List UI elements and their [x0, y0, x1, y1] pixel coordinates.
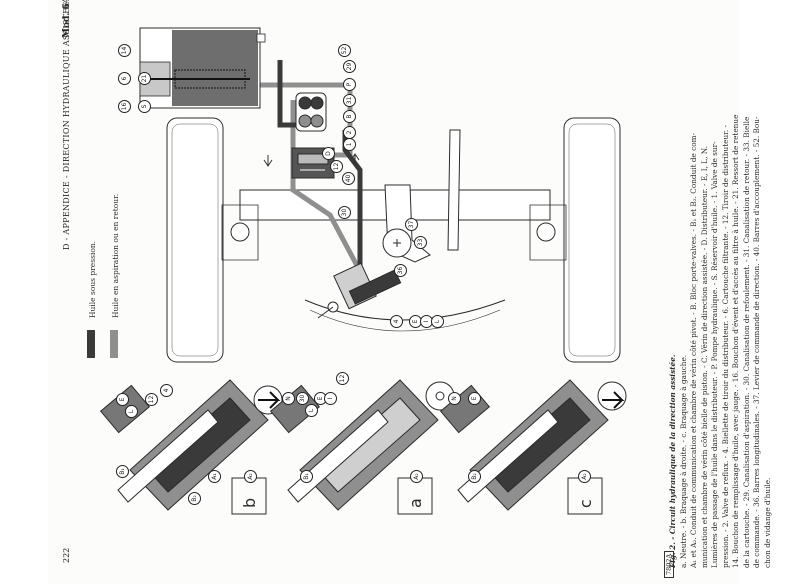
- callout-panel_b-2: 12: [145, 393, 158, 406]
- steering-lever: [382, 129, 461, 263]
- callout-panel_b-1: L: [125, 405, 138, 418]
- callout-reservoir-4: 21: [138, 72, 151, 85]
- callout-panel_c-3: A₂: [578, 470, 591, 483]
- callout-reservoir-1: 6: [118, 72, 131, 85]
- panel-b-cylinder: [99, 379, 283, 511]
- callout-pump_lines-0: 29: [343, 60, 356, 73]
- callout-pump_lines-8: 40: [342, 172, 355, 185]
- callout-reservoir-5: 52: [338, 44, 351, 57]
- callout-panel_b-3: 4: [160, 384, 173, 397]
- callout-panel_c-0: N: [448, 392, 461, 405]
- callout-panel_b-0: E: [116, 393, 129, 406]
- callout-pump_lines-3: B: [343, 110, 356, 123]
- callout-reservoir-3: S: [138, 100, 151, 113]
- callout-panel_a-1: 30: [296, 392, 309, 405]
- callout-pump_lines-11: 33: [414, 236, 427, 249]
- callout-panel_c-2: B₂: [468, 470, 481, 483]
- front-left-wheel: [166, 117, 224, 363]
- oil-reservoir: [139, 27, 266, 109]
- callout-pump_lines-7: 12: [330, 160, 343, 173]
- panel-letter-a: a: [406, 498, 425, 508]
- callout-panel_b-4: B₁: [116, 465, 129, 478]
- callout-cylinder_main-3: L: [431, 315, 444, 328]
- callout-pump_lines-9: 30: [338, 206, 351, 219]
- callout-reservoir-0: 14: [118, 44, 131, 57]
- steering-cylinder: [317, 262, 402, 319]
- callout-panel_c-1: E: [468, 392, 481, 405]
- callout-pump_lines-10: 37: [405, 218, 418, 231]
- callout-panel_b-6: B₂: [188, 492, 201, 505]
- legend-swatch-return: [110, 330, 118, 358]
- callout-panel_a-7: A₂: [410, 470, 423, 483]
- callout-panel_a-6: B₁: [300, 470, 313, 483]
- front-right-wheel: [563, 117, 621, 363]
- callout-panel_a-5: 12: [336, 372, 349, 385]
- callout-cylinder_main-0: 4: [390, 315, 403, 328]
- legend-swatch-pressure: [87, 330, 95, 358]
- callout-pump_lines-5: 1: [343, 138, 356, 151]
- panel-frames: [231, 477, 603, 515]
- callout-panel_a-0: N: [282, 392, 295, 405]
- hydraulic-pump: [295, 92, 327, 132]
- panel-letter-b: b: [240, 497, 259, 508]
- callout-panel_a-4: I: [324, 392, 337, 405]
- callout-panel_b-7: A₂: [244, 470, 257, 483]
- callout-reservoir-2: 16: [118, 100, 131, 113]
- panel-letter-c: c: [576, 499, 595, 508]
- callout-pump_lines-1: P: [343, 78, 356, 91]
- callout-pump_lines-6: D: [322, 147, 335, 160]
- callout-panel_a-2: L: [305, 404, 318, 417]
- callout-pump_lines-2: 31: [343, 94, 356, 107]
- callout-panel_b-5: A₁: [208, 470, 221, 483]
- callout-pump_lines-12: 36: [394, 264, 407, 277]
